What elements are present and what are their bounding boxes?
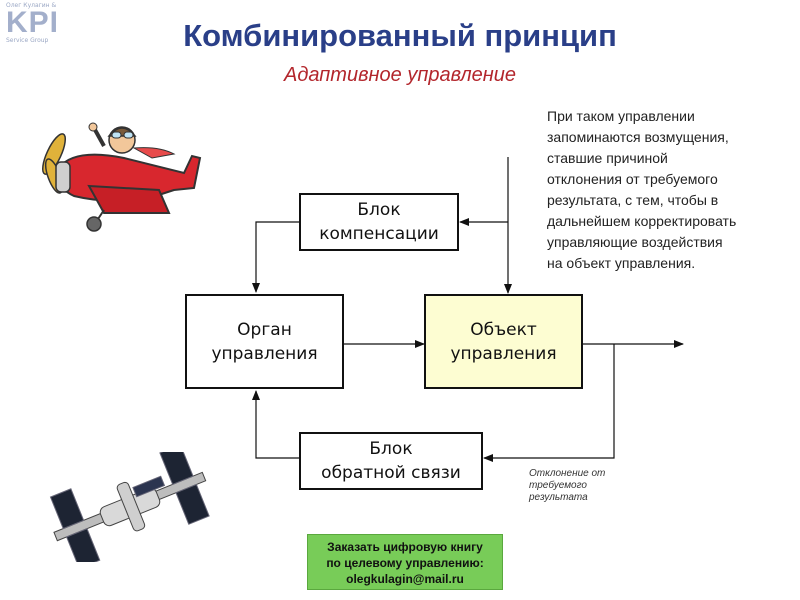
feedback-block-label: Блок обратной связи (321, 439, 461, 483)
space-station-illustration (49, 452, 210, 562)
feedback-block: Блок обратной связи (299, 432, 483, 490)
logo-author: Олег Кулагин & (6, 2, 57, 9)
compensation-block-label: Блок компенсации (319, 200, 439, 244)
airplane-pilot-illustration (41, 122, 202, 232)
logo-brand: KPI (6, 6, 60, 39)
control-object-block-label: Объект управления (450, 319, 557, 364)
page-title: Комбинированный принцип (183, 18, 617, 53)
order-book-banner[interactable]: Заказать цифровую книгу по целевому упра… (307, 534, 503, 590)
feedback-to-control-arrow (252, 390, 299, 459)
note-line: результата, с тем, чтобы в (547, 192, 719, 208)
output-to-feedback-arrow (483, 344, 615, 462)
deviation-line: результата (529, 492, 588, 503)
explanation-note: При таком управлении запоминаются возмущ… (547, 106, 787, 274)
control-organ-block-label: Орган управления (211, 319, 318, 364)
promo-email-link[interactable]: olegkulagin@mail.ru (346, 572, 464, 586)
note-line: ставшие причиной (547, 150, 668, 166)
logo-company: Service Group (6, 37, 49, 44)
note-line: управляющие воздействия (547, 234, 723, 250)
note-line: дальнейшем корректировать (547, 213, 737, 229)
note-line: на объект управления. (547, 255, 696, 271)
note-line: При таком управлении (547, 108, 695, 124)
deviation-line: требуемого (529, 480, 587, 491)
deviation-label: Отклонение от требуемого результата (529, 468, 629, 504)
deviation-line: Отклонение от (529, 468, 606, 479)
compensation-block: Блок компенсации (299, 193, 459, 251)
promo-line: по целевому управлению: (326, 556, 484, 570)
page-subtitle: Адаптивное управление (283, 64, 516, 86)
kpi-logo: Олег Кулагин & KPI Service Group (6, 2, 76, 48)
control-object-block: Объект управления (424, 294, 583, 389)
control-organ-block: Орган управления (185, 294, 344, 389)
compensation-to-control-arrow (252, 221, 299, 293)
promo-line: Заказать цифровую книгу (327, 540, 483, 554)
note-line: запоминаются возмущения, (547, 129, 729, 145)
note-line: отклонения от требуемого (547, 171, 718, 187)
